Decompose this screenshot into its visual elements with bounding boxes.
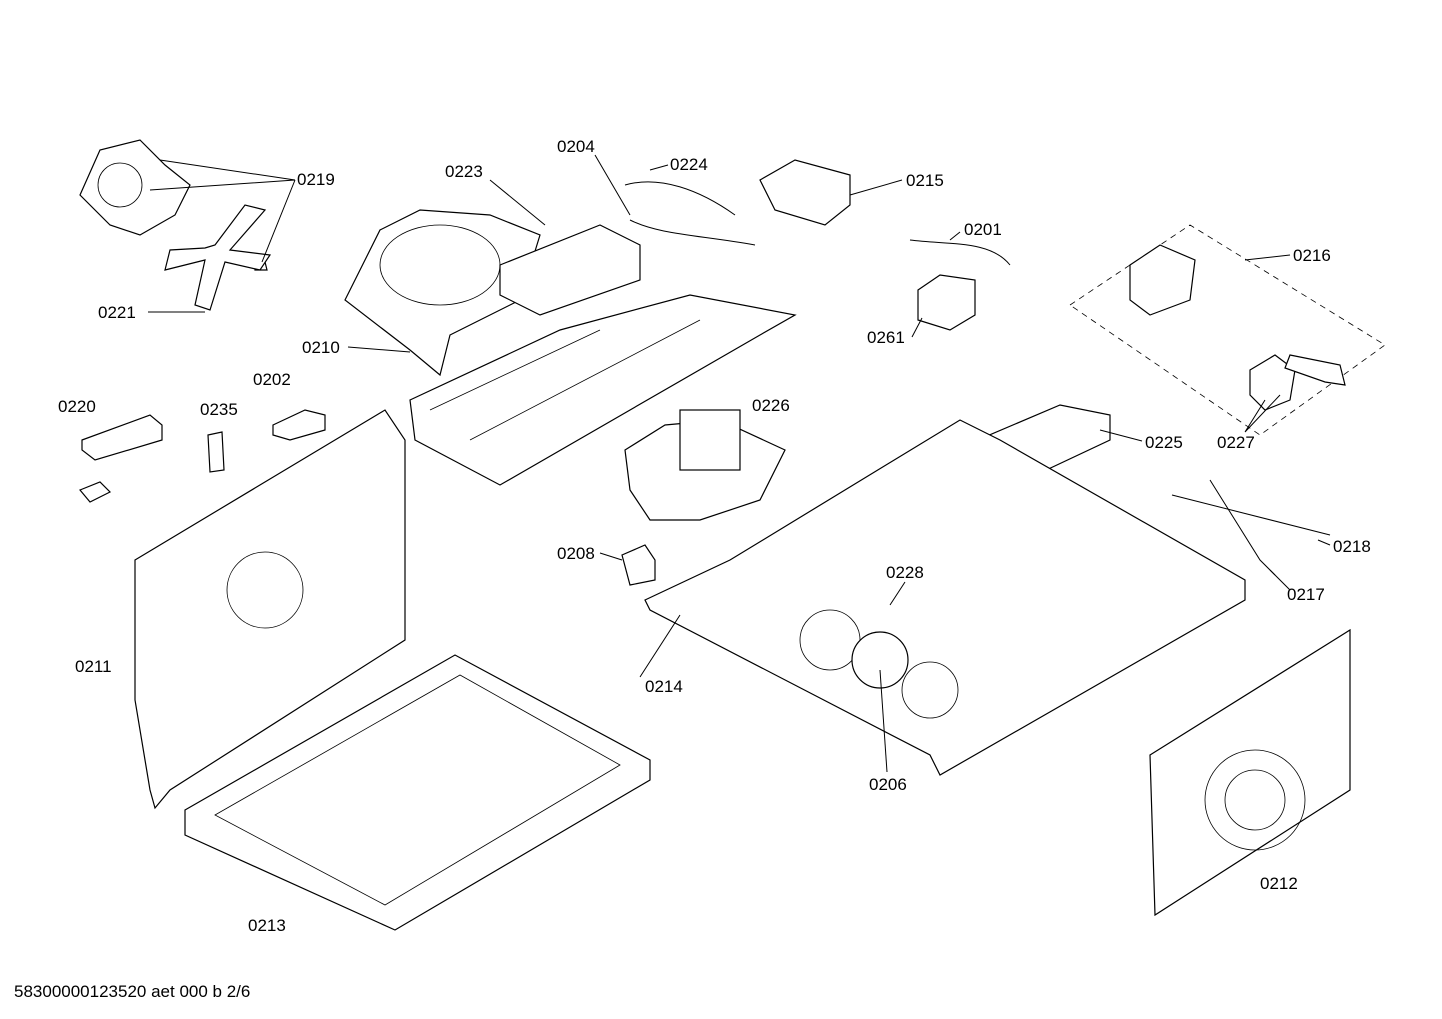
part-label-0228[interactable]: 0228 bbox=[886, 563, 924, 582]
part-label-0225[interactable]: 0225 bbox=[1145, 433, 1183, 452]
part-label-0212[interactable]: 0212 bbox=[1260, 874, 1298, 893]
part-label-0219[interactable]: 0219 bbox=[297, 170, 335, 189]
part-label-0215[interactable]: 0215 bbox=[906, 171, 944, 190]
part-0261-relay bbox=[917, 274, 976, 331]
part-label-0220[interactable]: 0220 bbox=[58, 397, 96, 416]
part-0212-back-cover bbox=[1149, 628, 1351, 917]
part-label-0204[interactable]: 0204 bbox=[557, 137, 595, 156]
part-0226-cooling-fan bbox=[624, 409, 786, 521]
part-0213-bottom-tray bbox=[184, 654, 651, 931]
part-label-0217[interactable]: 0217 bbox=[1287, 585, 1325, 604]
part-label-0218[interactable]: 0218 bbox=[1333, 537, 1371, 556]
part-0202-connector bbox=[272, 409, 326, 441]
part-0224-cable bbox=[624, 181, 736, 216]
drawing-reference-number: 58300000123520 aet 000 b 2/6 bbox=[14, 982, 251, 1001]
part-0208-bracket bbox=[621, 544, 656, 586]
part-label-0216[interactable]: 0216 bbox=[1293, 246, 1331, 265]
part-0214-top-panel bbox=[409, 294, 797, 486]
part-0214-oven-top bbox=[644, 419, 1246, 776]
part-0223-control-module bbox=[499, 224, 641, 316]
leader-lines bbox=[148, 154, 1331, 773]
part-label-0235[interactable]: 0235 bbox=[200, 400, 238, 419]
part-0220-clip bbox=[79, 481, 112, 503]
part-0220-terminal-block bbox=[81, 414, 163, 461]
part-0227-switch bbox=[1249, 354, 1296, 411]
part-label-0208[interactable]: 0208 bbox=[557, 544, 595, 563]
part-0201-cable bbox=[909, 239, 1011, 266]
part-label-0227[interactable]: 0227 bbox=[1217, 433, 1255, 452]
part-0215-grease-filter bbox=[759, 159, 851, 226]
part-0216-group-outline bbox=[1069, 224, 1386, 436]
part-label-0213[interactable]: 0213 bbox=[248, 916, 286, 935]
part-0216-knob-shaft bbox=[1284, 354, 1346, 386]
part-0218-rod bbox=[1171, 494, 1331, 536]
part-label-0226[interactable]: 0226 bbox=[752, 396, 790, 415]
part-0217-rod bbox=[1209, 479, 1276, 576]
part-label-0201[interactable]: 0201 bbox=[964, 220, 1002, 239]
part-label-0221[interactable]: 0221 bbox=[98, 303, 136, 322]
part-label-0202[interactable]: 0202 bbox=[253, 370, 291, 389]
part-label-0211[interactable]: 0211 bbox=[75, 657, 112, 676]
part-label-0223[interactable]: 0223 bbox=[445, 162, 483, 181]
part-label-0224[interactable]: 0224 bbox=[670, 155, 708, 174]
part-0221-fan-blade bbox=[164, 204, 272, 311]
part-label-0206[interactable]: 0206 bbox=[869, 775, 907, 794]
part-0211-rear-panel bbox=[134, 409, 406, 810]
part-label-0261[interactable]: 0261 bbox=[867, 328, 905, 347]
part-label-0210[interactable]: 0210 bbox=[302, 338, 340, 357]
part-0235-switch bbox=[207, 431, 225, 473]
part-0204-cable bbox=[629, 219, 756, 246]
part-label-0214[interactable]: 0214 bbox=[645, 677, 683, 696]
part-0216-timer bbox=[1129, 244, 1196, 316]
